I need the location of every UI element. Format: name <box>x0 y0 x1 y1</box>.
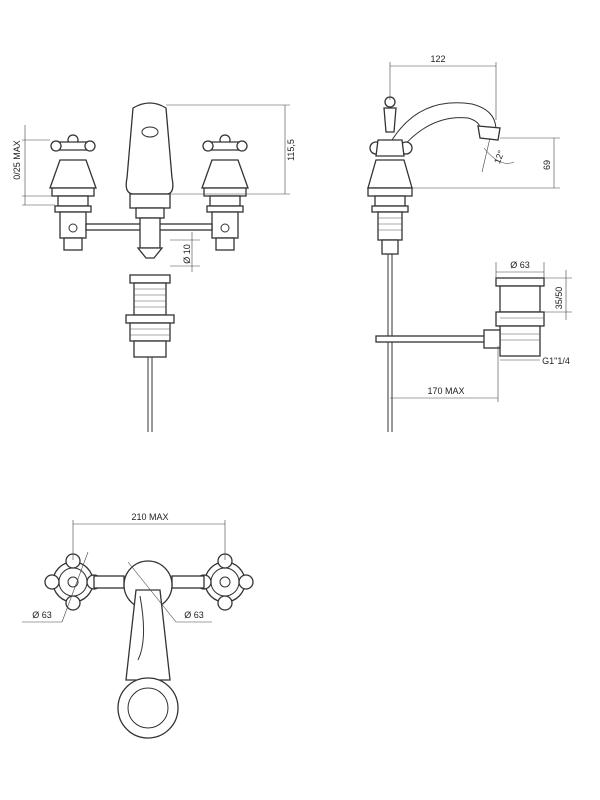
dim-front-handle-max: 0/25 MAX <box>12 140 22 180</box>
dim-waste-height: 35/50 <box>554 287 564 310</box>
dim-waste-thread: G1"1/4 <box>542 356 570 366</box>
dim-front-height: 115,5 <box>286 139 296 161</box>
dim-top-width-max: 210 MAX <box>131 512 168 522</box>
dim-waste-diameter: Ø 63 <box>510 260 530 270</box>
dim-side-reach: 122 <box>430 54 445 64</box>
top-left-handle <box>44 553 102 611</box>
side-view: 122 12° 69 Ø 63 35/50 G1"1/4 170 MAX <box>367 54 572 432</box>
front-right-handle <box>201 134 249 251</box>
front-view: 115,5 0/25 MAX Ø 10 <box>12 102 296 432</box>
dim-top-right-diameter: Ø 63 <box>184 610 204 620</box>
top-view: 210 MAX Ø 63 Ø 63 <box>22 512 254 739</box>
front-spout <box>125 102 174 195</box>
front-waste <box>125 274 175 432</box>
dim-side-height: 69 <box>542 160 552 170</box>
dim-side-rod-max: 170 MAX <box>427 386 464 396</box>
dim-top-left-diameter: Ø 63 <box>32 610 52 620</box>
front-left-handle <box>49 134 97 251</box>
dim-front-rod-diameter: Ø 10 <box>182 244 192 264</box>
top-right-handle <box>196 553 254 611</box>
dim-side-angle: 12° <box>492 148 506 165</box>
